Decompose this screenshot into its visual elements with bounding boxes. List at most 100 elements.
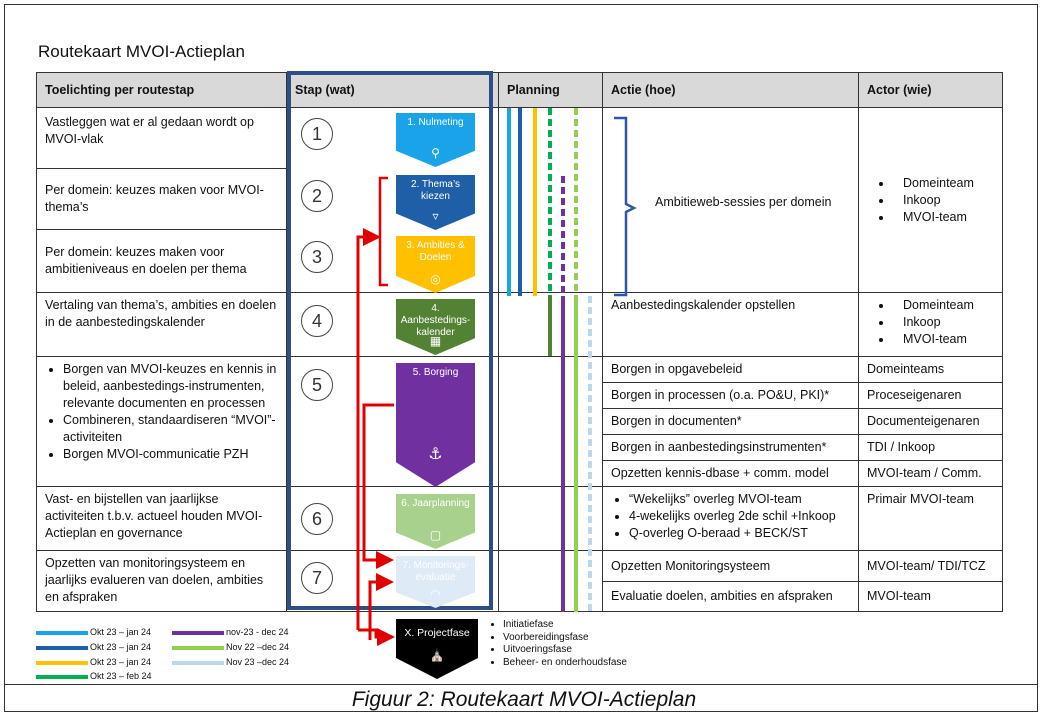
legend-label: Nov 23 –dec 24: [226, 657, 290, 667]
list-item: Combineren, standaardiseren “MVOI”-activ…: [63, 412, 278, 446]
row-6-text: Vast- en bijstellen van jaarlijkse activ…: [36, 486, 287, 551]
list-item: Q-overleg O-beraad + BECK/ST: [629, 525, 850, 542]
list-item: “Wekelijks” overleg MVOI-team: [629, 491, 850, 508]
step-number-2: 2: [301, 180, 333, 212]
feedback-arrow-borging: [362, 403, 394, 569]
step-number-1: 1: [301, 118, 333, 150]
legend-label: Okt 23 – jan 24: [90, 627, 152, 637]
legend-swatch: [172, 661, 224, 665]
header-actor: Actor (wie): [858, 72, 1003, 108]
magnifier-icon: ⚲: [431, 146, 440, 160]
step-number-7: 7: [301, 562, 333, 594]
legend-swatch: [172, 631, 224, 635]
blue-bracket: [614, 116, 637, 297]
action-cell: Evaluatie doelen, ambities en afspraken: [602, 581, 859, 612]
row-3-text: Per domein: keuzes maken voor ambitieniv…: [36, 229, 287, 293]
table-row: Per domein: keuzes maken voor MVOI-thema…: [36, 168, 1003, 230]
header-row: Toelichting per routestap Stap (wat) Pla…: [36, 72, 1003, 108]
table-row: Per domein: keuzes maken voor ambitieniv…: [36, 229, 1003, 293]
table-row: Evaluatie doelen, ambities en afspraken …: [37, 581, 1003, 612]
legend-swatch: [36, 646, 88, 650]
actor-cell: Documenteigenaren: [858, 408, 1003, 435]
row-7-text: Opzetten van monitoringsysteem en jaarli…: [36, 550, 287, 612]
list-item: Uitvoeringsfase: [503, 644, 627, 657]
planning-bar-jaarplanning: [574, 296, 578, 612]
table-row: Vertaling van thema’s, ambities en doele…: [36, 292, 1003, 357]
planning-bar-dashed-green: [548, 108, 552, 296]
header-actie: Actie (hoe): [602, 72, 859, 108]
actor-cell: MVOI-team: [858, 581, 1003, 612]
step-number-4: 4: [301, 305, 333, 337]
planning-cell: [498, 550, 603, 612]
document-icon: ▢: [429, 528, 442, 542]
list-item: Initiatiefase: [503, 619, 627, 632]
actor-cell-4: Domeinteam Inkoop MVOI-team: [858, 292, 1003, 357]
header-toelichting: Toelichting per routestap: [36, 72, 287, 108]
action-cell: Borgen in documenten*: [602, 408, 859, 435]
action-ambitieweb: Ambitieweb-sessies per domein: [655, 194, 832, 209]
action-cell: Borgen in aanbestedingsinstrumenten*: [602, 434, 859, 461]
list-item: Voorbereidingsfase: [503, 632, 627, 645]
action-cell-1: Ambitieweb-sessies per domein: [602, 107, 859, 293]
table-row: Borgen in processen (o.a. PO&U, PKI)* Pr…: [37, 382, 1003, 409]
caption-divider: [4, 684, 1037, 685]
list-item: MVOI-team: [893, 331, 994, 348]
planning-bar-dashed-lightgreen: [574, 108, 578, 296]
legend-swatch: [36, 675, 88, 679]
legend-label: nov-23 - dec 24: [226, 627, 289, 637]
table-row: Borgen in aanbestedingsinstrumenten* TDI…: [37, 434, 1003, 461]
legend-swatch: [172, 646, 224, 650]
page-title: Routekaart MVOI-Actieplan: [38, 42, 245, 61]
list-item: Domeinteam: [893, 297, 994, 314]
list-item: MVOI-team: [893, 209, 994, 226]
list-item: Borgen van MVOI-keuzes en kennis in bele…: [63, 361, 278, 412]
planning-bar-nulmeting: [507, 108, 511, 296]
building-icon: ⛪: [429, 648, 445, 662]
legend-swatch: [36, 631, 88, 635]
planning-bar-themas: [518, 108, 522, 296]
action-cell: Opzetten Monitoringsysteem: [602, 550, 859, 582]
actor-cell: Domeinteams: [858, 356, 1003, 383]
funnel-icon: ▿: [432, 209, 439, 223]
planning-bar-dashed-purple: [561, 176, 565, 296]
figure-caption: Figuur 2: Routekaart MVOI-Actieplan: [351, 688, 697, 711]
page-frame: [4, 4, 1038, 712]
list-item: Borgen MVOI-communicatie PZH: [63, 446, 278, 463]
action-cell: Borgen in processen (o.a. PO&U, PKI)*: [602, 382, 859, 409]
red-bracket: [378, 176, 388, 287]
list-item: Domeinteam: [893, 175, 994, 192]
list-item: Inkoop: [893, 314, 994, 331]
planning-bar-ambities: [533, 108, 537, 296]
list-item: Inkoop: [893, 192, 994, 209]
row-4-text: Vertaling van thema’s, ambities en doele…: [36, 292, 287, 357]
planning-bar-monitoring: [588, 296, 592, 612]
feedback-arrow-monitoring: [368, 573, 394, 640]
target-icon: ◎: [430, 272, 441, 286]
row-2-text: Per domein: keuzes maken voor MVOI-thema…: [36, 168, 287, 230]
header-planning: Planning: [498, 72, 603, 108]
feedback-arrow-main: [356, 228, 381, 630]
feedback-arrow-projectfase: [358, 628, 395, 646]
planning-bar-borging: [561, 296, 565, 612]
list-item: Beheer- en onderhoudsfase: [503, 657, 627, 670]
actor-cell-6: Primair MVOI-team: [858, 486, 1003, 551]
list-item: 4-wekelijks overleg 2de schil +Inkoop: [629, 508, 850, 525]
phase-borging: 5. Borging ⚓: [396, 363, 475, 487]
actor-cell: MVOI-team/ TDI/TCZ: [858, 550, 1003, 582]
legend-swatch: [36, 661, 88, 665]
step-number-5: 5: [301, 369, 333, 401]
step-number-6: 6: [301, 503, 333, 535]
action-cell-6: “Wekelijks” overleg MVOI-team 4-wekelijk…: [602, 486, 859, 551]
header-stap: Stap (wat): [286, 72, 499, 108]
legend-label: Okt 23 – jan 24: [90, 642, 152, 652]
projectfase-list: Initiatiefase Voorbereidingsfase Uitvoer…: [491, 619, 627, 669]
step-number-3: 3: [301, 241, 333, 273]
legend-label: Okt 23 – jan 24: [90, 657, 152, 667]
anchor-icon: ⚓: [428, 446, 443, 463]
action-cell: Borgen in opgavebeleid: [602, 356, 859, 383]
row-1-text: Vastleggen wat er al gedaan wordt op MVO…: [36, 107, 287, 169]
actor-cell-1: Domeinteam Inkoop MVOI-team: [858, 107, 1003, 293]
legend-label: Okt 23 – feb 24: [90, 671, 152, 681]
planning-bar-aanbesteding: [548, 296, 552, 356]
